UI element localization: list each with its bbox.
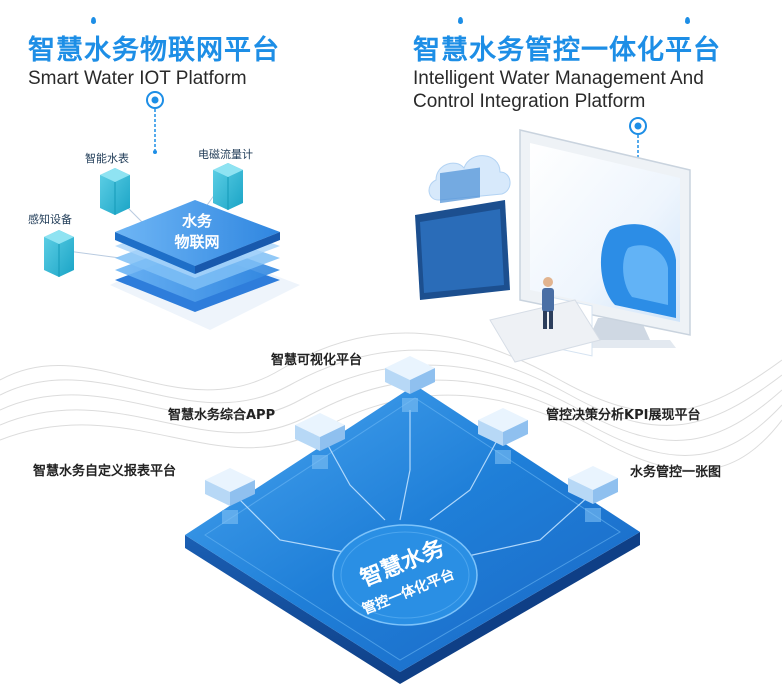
device-label-sensor: 感知设备 (28, 213, 72, 226)
module-node-map (568, 466, 618, 522)
left-title-cn: 智慧水务物联网平台 (28, 35, 280, 66)
cube-sensor (44, 230, 74, 277)
cube-flow-meter (213, 163, 243, 210)
iot-cluster (59, 179, 300, 330)
person-figure (489, 277, 601, 363)
main-platform (185, 385, 640, 684)
iot-core-line1: 水务 (182, 212, 213, 230)
iot-core-line2: 物联网 (174, 233, 219, 251)
right-title-cn: 智慧水务管控一体化平台 (413, 35, 721, 66)
device-label-smart-meter: 智能水表 (85, 152, 129, 165)
right-title-en-line2: Control Integration Platform (413, 91, 646, 112)
dashboard-panel (415, 167, 510, 300)
module-label-app: 智慧水务综合APP (168, 408, 276, 423)
module-node-report (205, 468, 255, 524)
cube-smart-meter (100, 168, 130, 215)
drop-icon (685, 17, 690, 24)
drop-icon (458, 17, 463, 24)
module-node-kpi (478, 408, 528, 464)
right-title-en-line1: Intelligent Water Management And (413, 68, 704, 89)
module-label-visual: 智慧可视化平台 (271, 353, 363, 368)
module-node-app (295, 413, 345, 469)
left-title-en: Smart Water IOT Platform (28, 68, 247, 89)
module-label-kpi: 管控决策分析KPI展现平台 (546, 408, 701, 423)
module-label-report: 智慧水务自定义报表平台 (33, 464, 177, 479)
module-label-map: 水务管控一张图 (630, 465, 722, 480)
device-label-flow-meter: 电磁流量计 (198, 148, 253, 161)
left-pin-icon (146, 91, 164, 154)
module-node-visual (385, 356, 435, 412)
drop-icon (91, 17, 96, 24)
